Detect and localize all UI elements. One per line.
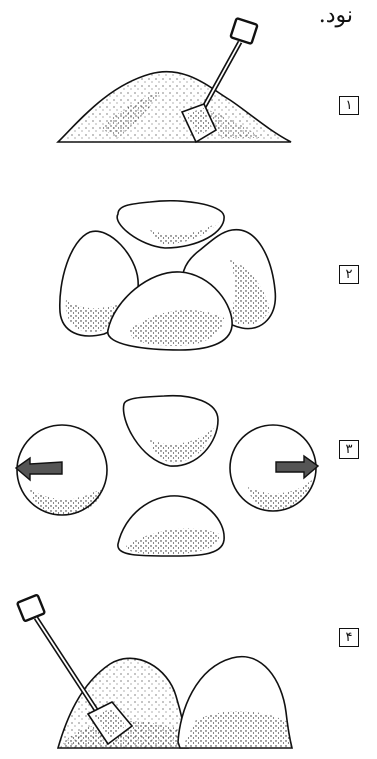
step4-heap-right xyxy=(178,657,292,748)
step1-soil-heap xyxy=(58,72,291,142)
step3-piece-bottom xyxy=(118,496,224,556)
step4-heap-left xyxy=(58,658,188,748)
step2-quarter-top xyxy=(117,201,224,248)
step3-piece-top xyxy=(123,396,218,466)
